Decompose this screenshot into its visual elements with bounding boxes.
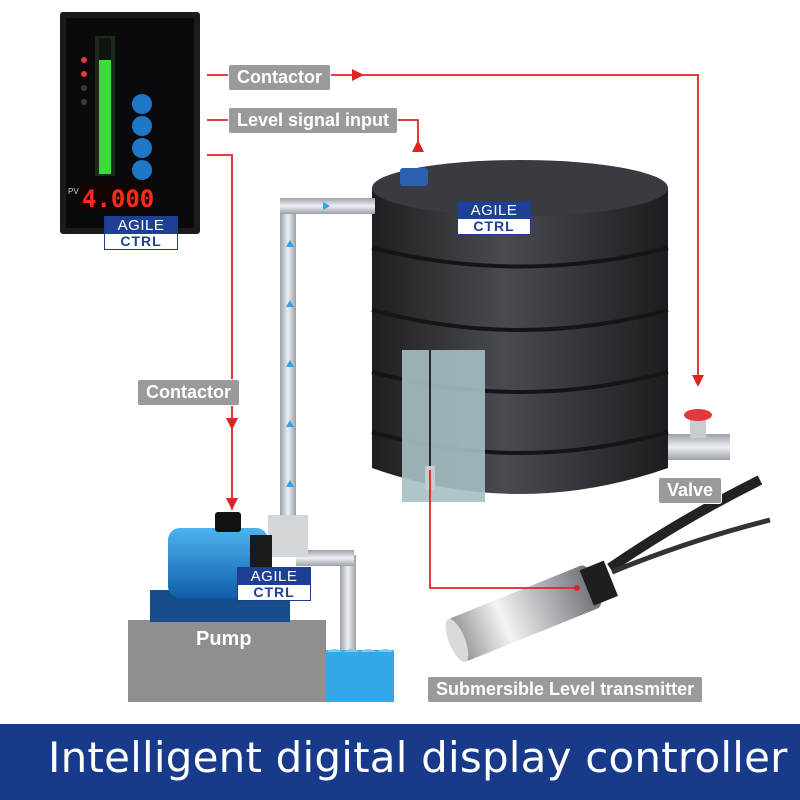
contactor-left-label: Contactor: [137, 379, 240, 406]
brand-top-text: AGILE: [105, 217, 177, 234]
brand-top-text: AGILE: [458, 202, 530, 219]
tank-sensor-cap: [400, 168, 428, 186]
display-reading: 4.000: [82, 185, 154, 213]
water-basin: [326, 649, 394, 702]
brand-badge-controller: AGILE CTRL: [104, 216, 178, 250]
brand-bottom-text: CTRL: [253, 584, 295, 600]
footer-title: Intelligent digital display controller: [48, 733, 788, 782]
display-controller: [60, 12, 200, 234]
water-tank: [371, 160, 669, 502]
valve: [668, 409, 730, 460]
brand-badge-tank: AGILE CTRL: [457, 201, 531, 235]
display-side-label: PV: [68, 187, 79, 196]
contactor-top-label: Contactor: [228, 64, 331, 91]
brand-bottom-text: CTRL: [473, 218, 515, 234]
valve-label: Valve: [658, 477, 723, 504]
transmitter-label: Submersible Level transmitter: [427, 676, 704, 703]
pump-label: Pump: [196, 628, 252, 650]
brand-top-text: AGILE: [238, 568, 310, 585]
signal-arrows: [226, 69, 704, 591]
level-transmitter: [445, 475, 771, 663]
brand-bottom-text: CTRL: [120, 233, 162, 249]
pump-platform: [128, 620, 326, 702]
brand-badge-pump: AGILE CTRL: [237, 567, 311, 601]
level-signal-input-label: Level signal input: [228, 107, 399, 134]
footer-banner: Intelligent digital display controller: [0, 724, 800, 800]
